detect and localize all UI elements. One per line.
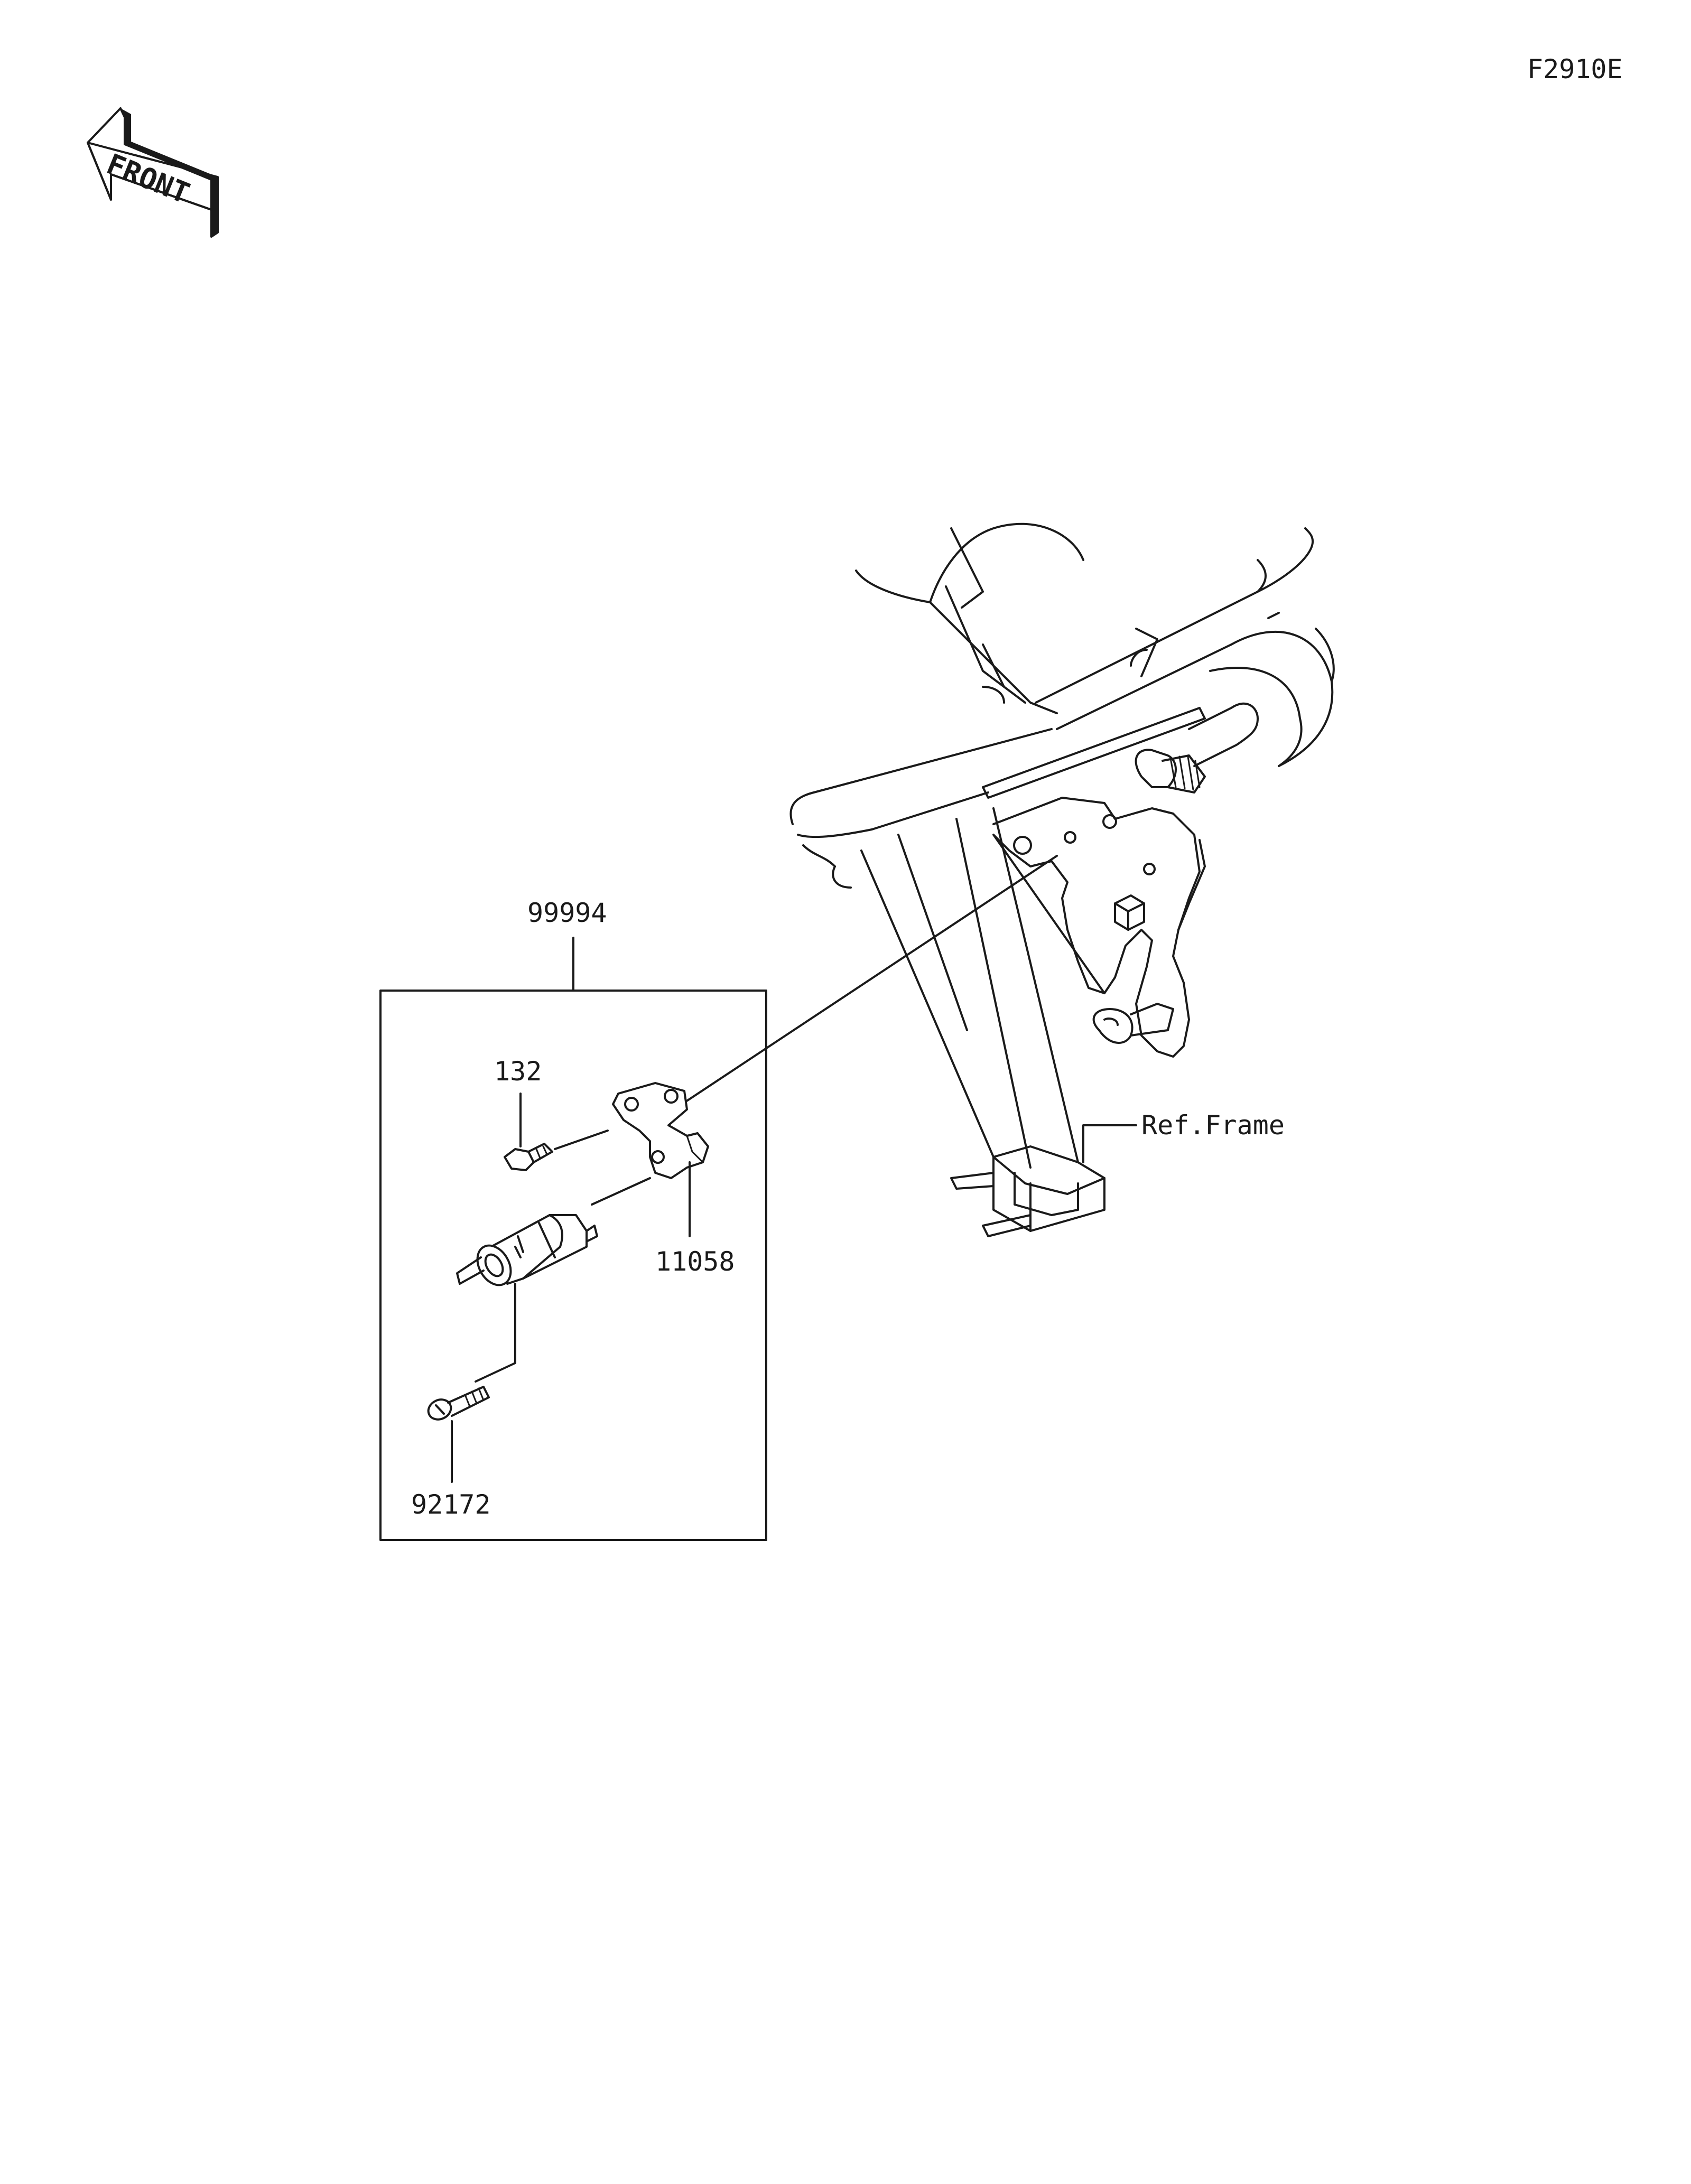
screw-label: 92172	[411, 1489, 491, 1520]
front-arrow-icon: FRONT	[87, 107, 219, 238]
screw-icon	[427, 1386, 490, 1421]
figure-code: F2910E	[1527, 54, 1623, 85]
frame-drawing	[789, 522, 1335, 1237]
mounting-line	[649, 855, 1058, 1126]
switch-icon	[456, 1214, 598, 1286]
kit-label: 99994	[527, 898, 607, 928]
bolt-guide-line	[554, 1130, 609, 1150]
frame-label: Ref.Frame	[1141, 1110, 1285, 1141]
screw-guide-line	[475, 1283, 516, 1383]
bracket-label: 11058	[655, 1246, 735, 1277]
frame-leader-line	[1082, 1124, 1137, 1163]
bracket-guide-line	[591, 1177, 651, 1206]
bolt-label: 132	[494, 1056, 542, 1087]
bolt-icon	[504, 1143, 553, 1171]
bracket-icon	[612, 1082, 709, 1179]
